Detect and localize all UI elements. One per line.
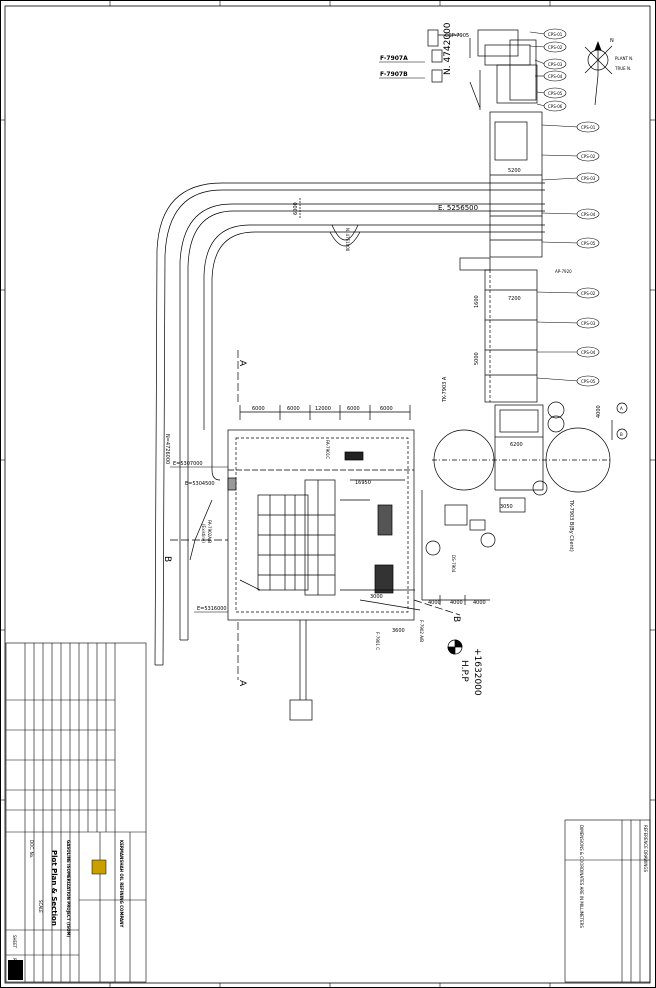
tb-revision: REV. [12, 958, 17, 967]
section-lines [170, 350, 461, 680]
section-b-right: B [620, 432, 623, 437]
cps-top-2: CPS-02 [548, 45, 563, 50]
tb-drawing-title: Plot Plan & Section [50, 850, 58, 926]
rack-dim-5200: 5200 [508, 168, 521, 174]
contractor-logo [8, 960, 23, 980]
cps-right-3: CPS-03 [581, 176, 596, 181]
sheet-inner-border [4, 5, 651, 984]
csp-area [427, 29, 538, 110]
cps-top-3: CPS-03 [548, 62, 563, 67]
n-4726000-label: N=4726000 [164, 434, 170, 464]
tank-a-label: TK-7903 A [442, 376, 448, 403]
cps-right-9: CPS-05 [581, 379, 596, 384]
cps-right-8: CPS-04 [581, 350, 596, 355]
cps-top-5: CPS-05 [548, 91, 563, 96]
north-label: N [610, 38, 614, 44]
rack-dim-7200: 7200 [508, 296, 521, 302]
cps-right-callouts [536, 121, 600, 387]
tank-area [432, 401, 628, 496]
process-dim-6000-1: 6000 [252, 406, 265, 412]
process-dim-3000: 3000 [370, 594, 383, 600]
hpp-label: H.P.P [459, 660, 469, 682]
pipe-rack [459, 111, 543, 403]
e-5316000-label: E=5316000 [197, 606, 227, 612]
tb-doc-no: DOC. No. [29, 840, 34, 858]
cps-top-1: CPS-01 [548, 32, 563, 37]
cps-right-1: CPS-01 [581, 125, 596, 130]
tb-company: KERMANSHAH OIL REFINING COMPANY [119, 840, 124, 927]
road-width-label: 6000 [293, 202, 299, 215]
existing-label: (Existing) [201, 524, 206, 543]
f-7901c-label: F-7901 C [375, 632, 380, 650]
ds-7904-label: DS-7904 [451, 555, 456, 573]
hpp-marker [447, 639, 463, 655]
section-a-right: A [620, 406, 623, 411]
hpp-elevation: +1632000 [472, 648, 482, 696]
cps-right-7: CPS-03 [581, 321, 596, 326]
cps-top-4: CPS-04 [548, 74, 563, 79]
ap-7920-label: AP-7920 [555, 269, 572, 274]
north-arrow [584, 41, 613, 106]
f-7902ab-label: F-7902 A/B [419, 620, 424, 642]
cps-right-4: CPS-04 [581, 212, 596, 217]
reference-block [564, 819, 651, 983]
fa-7901c-label: FA-7901C [325, 440, 330, 459]
process-dim-6000-3: 6000 [347, 406, 360, 412]
section-a-bottom: A [237, 680, 247, 687]
cps-top-6: CPS-06 [548, 104, 563, 109]
dim-4000-c: 4000 [473, 600, 486, 606]
dim-4000-b: 4000 [450, 600, 463, 606]
road-network [154, 182, 545, 666]
process-area [227, 405, 421, 721]
process-dim-6000-2: 6000 [287, 406, 300, 412]
fa-7902ab-label: FA-7902A/B [207, 520, 212, 543]
tb-project: GASOLINE ISOMERIZATION PROJECT (ISOM) [66, 840, 71, 938]
cps-right-6: CPS-02 [581, 291, 596, 296]
equipment-pads [421, 490, 526, 605]
section-a-top: A [237, 360, 247, 367]
process-dim-3600: 3600 [392, 628, 405, 634]
road-easting-label: E. 5256500 [438, 204, 478, 212]
tank-dim-4000: 4000 [596, 405, 602, 418]
ref-title: REFERENCE DRAWINGS [643, 825, 648, 872]
process-dim-12000: 12000 [315, 406, 331, 412]
dim-3050: 3050 [500, 504, 513, 510]
f-7907a-label: F-7907A [380, 55, 408, 62]
rack-dim-5000: 5000 [474, 352, 480, 365]
dim-4000-a: 4000 [428, 600, 441, 606]
process-dim-16950: 16950 [355, 480, 371, 486]
ref-note: DIMENSIONS & COORDINATES ARE IN MILLIMET… [579, 825, 584, 928]
tb-scale: SCALE [38, 900, 43, 913]
tb-sheet: SHEET [12, 935, 17, 949]
process-dim-6000-4: 6000 [380, 406, 393, 412]
road-coord-label: N. 4751000 [345, 228, 350, 252]
csp-label: CSP-7905 [445, 33, 469, 39]
e-5307000-label: E=5307000 [173, 461, 203, 467]
northing-main-label: N. 4742000 [443, 22, 453, 75]
tank-b-label: TK-7903 B(By Client) [568, 499, 574, 552]
rack-dim-1600: 1600 [474, 295, 480, 308]
f-7907b-label: F-7907B [380, 71, 408, 78]
true-north-label: TRUE N. [614, 66, 631, 71]
section-b-right-marker: B [451, 616, 461, 622]
client-logo [91, 859, 107, 875]
cps-right-2: CPS-02 [581, 154, 596, 159]
e-5304500-label: E=5304500 [185, 481, 215, 487]
title-block [5, 642, 147, 983]
tank-dim-6200: 6200 [510, 442, 523, 448]
section-b-left: B [162, 556, 172, 562]
cps-top-callouts [529, 28, 567, 112]
plant-north-label: PLANT N. [615, 56, 633, 61]
cps-right-5: CPS-05 [581, 241, 596, 246]
